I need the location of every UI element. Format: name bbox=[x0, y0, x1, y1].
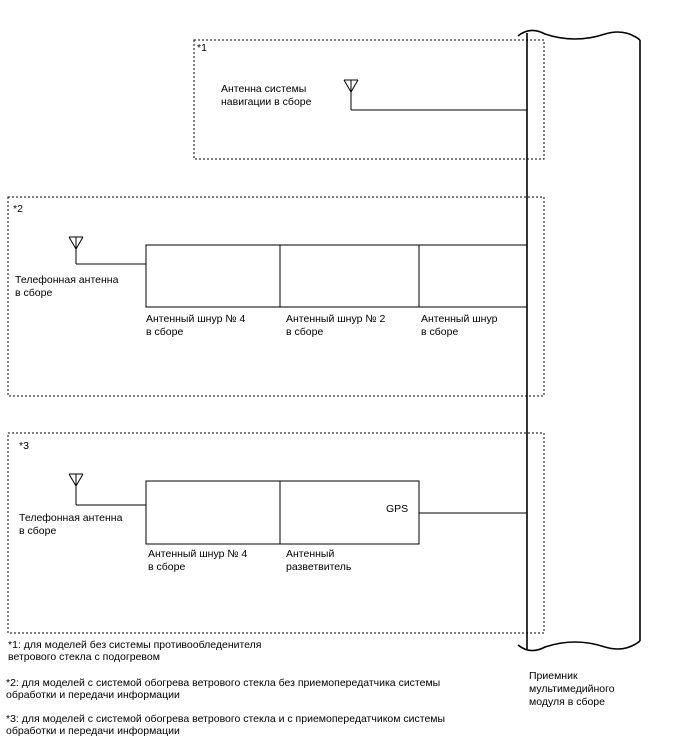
gps-label: GPS bbox=[386, 503, 408, 515]
variant-marker-3: *3 bbox=[19, 440, 29, 452]
nav-antenna-icon bbox=[343, 79, 527, 111]
antenna-cord-4-label-2: Антенный шнур № 4 в сборе bbox=[148, 548, 250, 573]
antenna-cord-4-box-2 bbox=[145, 480, 281, 545]
antenna-cord-4-label: Антенный шнур № 4 в сборе bbox=[146, 313, 248, 338]
nav-antenna-label: Антенна системы навигации в сборе bbox=[221, 83, 312, 108]
footnote-2: *2: для моделей с системой обогрева ветр… bbox=[6, 677, 440, 701]
variant-box-2: *2 Телефонная антенна в сборе Антенный ш… bbox=[7, 196, 545, 397]
footnote-2-line-1: *2: для моделей с системой обогрева ветр… bbox=[6, 677, 441, 689]
antenna-cord-2-box bbox=[279, 244, 420, 308]
footnote-3-line-1: *3: для моделей с системой обогрева ветр… bbox=[6, 713, 446, 725]
variant-marker-1: *1 bbox=[197, 42, 207, 54]
phone-antenna-label: Телефонная антенна в сборе bbox=[15, 274, 121, 299]
receiver-module bbox=[517, 29, 641, 652]
antenna-splitter-label: Антенный разветвитель bbox=[286, 548, 352, 573]
phone-antenna-icon-2 bbox=[68, 473, 146, 506]
variant-box-3: *3 Телефонная антенна в сборе GPS Антенн… bbox=[7, 432, 545, 634]
footnote-3: *3: для моделей с системой обогрева ветр… bbox=[6, 713, 445, 737]
antenna-cord-4-box bbox=[145, 244, 281, 308]
footnote-3-line-2: обработки и передачи информации bbox=[6, 725, 180, 737]
variant-marker-2: *2 bbox=[13, 203, 23, 215]
antenna-cord-2-label: Антенный шнур № 2 в сборе bbox=[286, 313, 388, 338]
variant-box-1: *1 Антенна системы навигации в сборе bbox=[193, 39, 545, 160]
footnote-1: *1: для моделей без системы противооблед… bbox=[8, 639, 261, 663]
phone-antenna-label-2: Телефонная антенна в сборе bbox=[19, 512, 125, 537]
footnote-2-line-2: обработки и передачи информации bbox=[6, 689, 180, 701]
footnote-1-line-1: *1: для моделей без системы противооблед… bbox=[8, 639, 262, 651]
footnote-1-line-2: ветрового стекла с подогревом bbox=[8, 651, 160, 663]
antenna-cord-box bbox=[418, 244, 528, 308]
phone-antenna-icon bbox=[68, 236, 146, 265]
receiver-label: Приемник мультимедийного модуля в сборе bbox=[529, 670, 618, 708]
antenna-cord-label: Антенный шнур в сборе bbox=[421, 313, 500, 338]
